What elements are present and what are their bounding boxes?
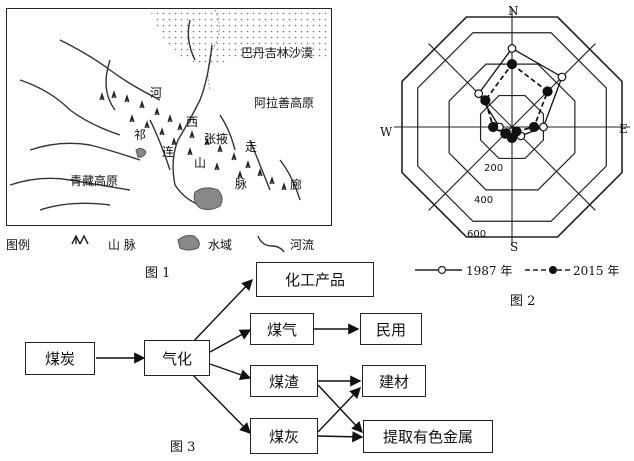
figure3-caption: 图 3: [170, 440, 196, 455]
node-ash: 煤灰: [250, 418, 318, 454]
node-extract-nonferrous-metals: 提取有色金属: [363, 420, 493, 453]
radar-axis-SE: [511, 126, 596, 211]
arrow-gasify-ash: [189, 371, 251, 434]
node-coal: 煤炭: [25, 342, 95, 375]
label-zhangye: 张掖: [204, 132, 229, 146]
legend-mountain-label: 山 脉: [108, 238, 136, 252]
rivers: [9, 19, 301, 211]
radar-point-1987-NW: [474, 89, 484, 99]
legend-1987-label: 1987 年: [466, 264, 513, 278]
label-qingzang-plateau: 青藏高原: [70, 174, 119, 188]
figure1-caption: 图 1: [145, 266, 171, 281]
compass-e: E: [619, 122, 628, 136]
legend-river-label: 河流: [290, 238, 315, 252]
radar-point-1987-N: [507, 44, 517, 53]
ring-label-600: 600: [467, 229, 487, 240]
compass-n: N: [508, 4, 519, 18]
label-qi: 祁: [134, 128, 147, 142]
label-badain-desert: 巴丹吉林沙漠: [241, 46, 314, 60]
arrow-gasify-gas: [209, 329, 252, 353]
label-alxa-plateau: 阿拉善高原: [254, 96, 315, 110]
label-lang: 廊: [290, 178, 303, 192]
arrow-ash-build: [317, 386, 361, 433]
radar-axis-SW: [428, 126, 513, 211]
node-building-materials: 建材: [362, 365, 426, 397]
legend-water-label: 水域: [208, 238, 233, 252]
label-zou: 走: [245, 140, 258, 154]
radar-point-1987-NE: [557, 72, 567, 82]
node-chemical-products: 化工产品: [256, 262, 374, 297]
ring-label-200: 200: [484, 163, 504, 174]
node-slag: 煤渣: [250, 365, 318, 397]
arrow-ash-metal: [317, 431, 364, 443]
label-lian: 连: [162, 145, 175, 159]
label-xi: 西: [186, 115, 199, 129]
radar-ring-600: [417, 32, 607, 222]
radar-point-2015-E: [528, 121, 540, 133]
legend-title: 图例: [6, 238, 31, 252]
legend-2015-label: 2015 年: [573, 264, 620, 278]
label-he: 河: [150, 86, 163, 100]
radar-point-2015-SW: [500, 128, 511, 139]
compass-w: W: [380, 125, 393, 139]
legend-2015-marker: [549, 266, 557, 274]
legend-water-icon: [177, 235, 200, 251]
radar-point-2015-NW: [480, 95, 491, 106]
compass-s: S: [510, 240, 519, 254]
arrow-gasify-slag: [209, 363, 252, 381]
legend-mountain-icon: [71, 234, 89, 245]
radar-ring-400: [448, 63, 576, 191]
lake-large: [193, 187, 223, 211]
radar-axis-NE: [511, 43, 596, 128]
node-civil-use: 民用: [360, 313, 422, 345]
arrow-gasify-chem: [189, 278, 253, 346]
radar-point-1987-E: [539, 122, 548, 132]
radar-point-2015-W: [488, 121, 499, 133]
legend-1987-marker: [437, 265, 447, 275]
node-gasify: 气化: [144, 340, 210, 376]
mountains: [99, 90, 287, 191]
desert-area: [150, 10, 330, 66]
label-shan: 山: [194, 156, 207, 170]
node-gas: 煤气: [250, 313, 314, 345]
radar-point-2015-NE: [542, 86, 553, 97]
figure2-caption: 图 2: [510, 294, 536, 309]
lake-small: [135, 147, 147, 158]
radar-point-2015-N: [506, 59, 518, 70]
ring-label-400: 400: [474, 195, 494, 206]
legend-river-icon: [257, 235, 285, 253]
radar-ring-700: [401, 16, 623, 238]
radar-axis-NW: [428, 43, 513, 128]
label-mai: 脉: [235, 177, 248, 191]
map-frame: [6, 8, 332, 226]
